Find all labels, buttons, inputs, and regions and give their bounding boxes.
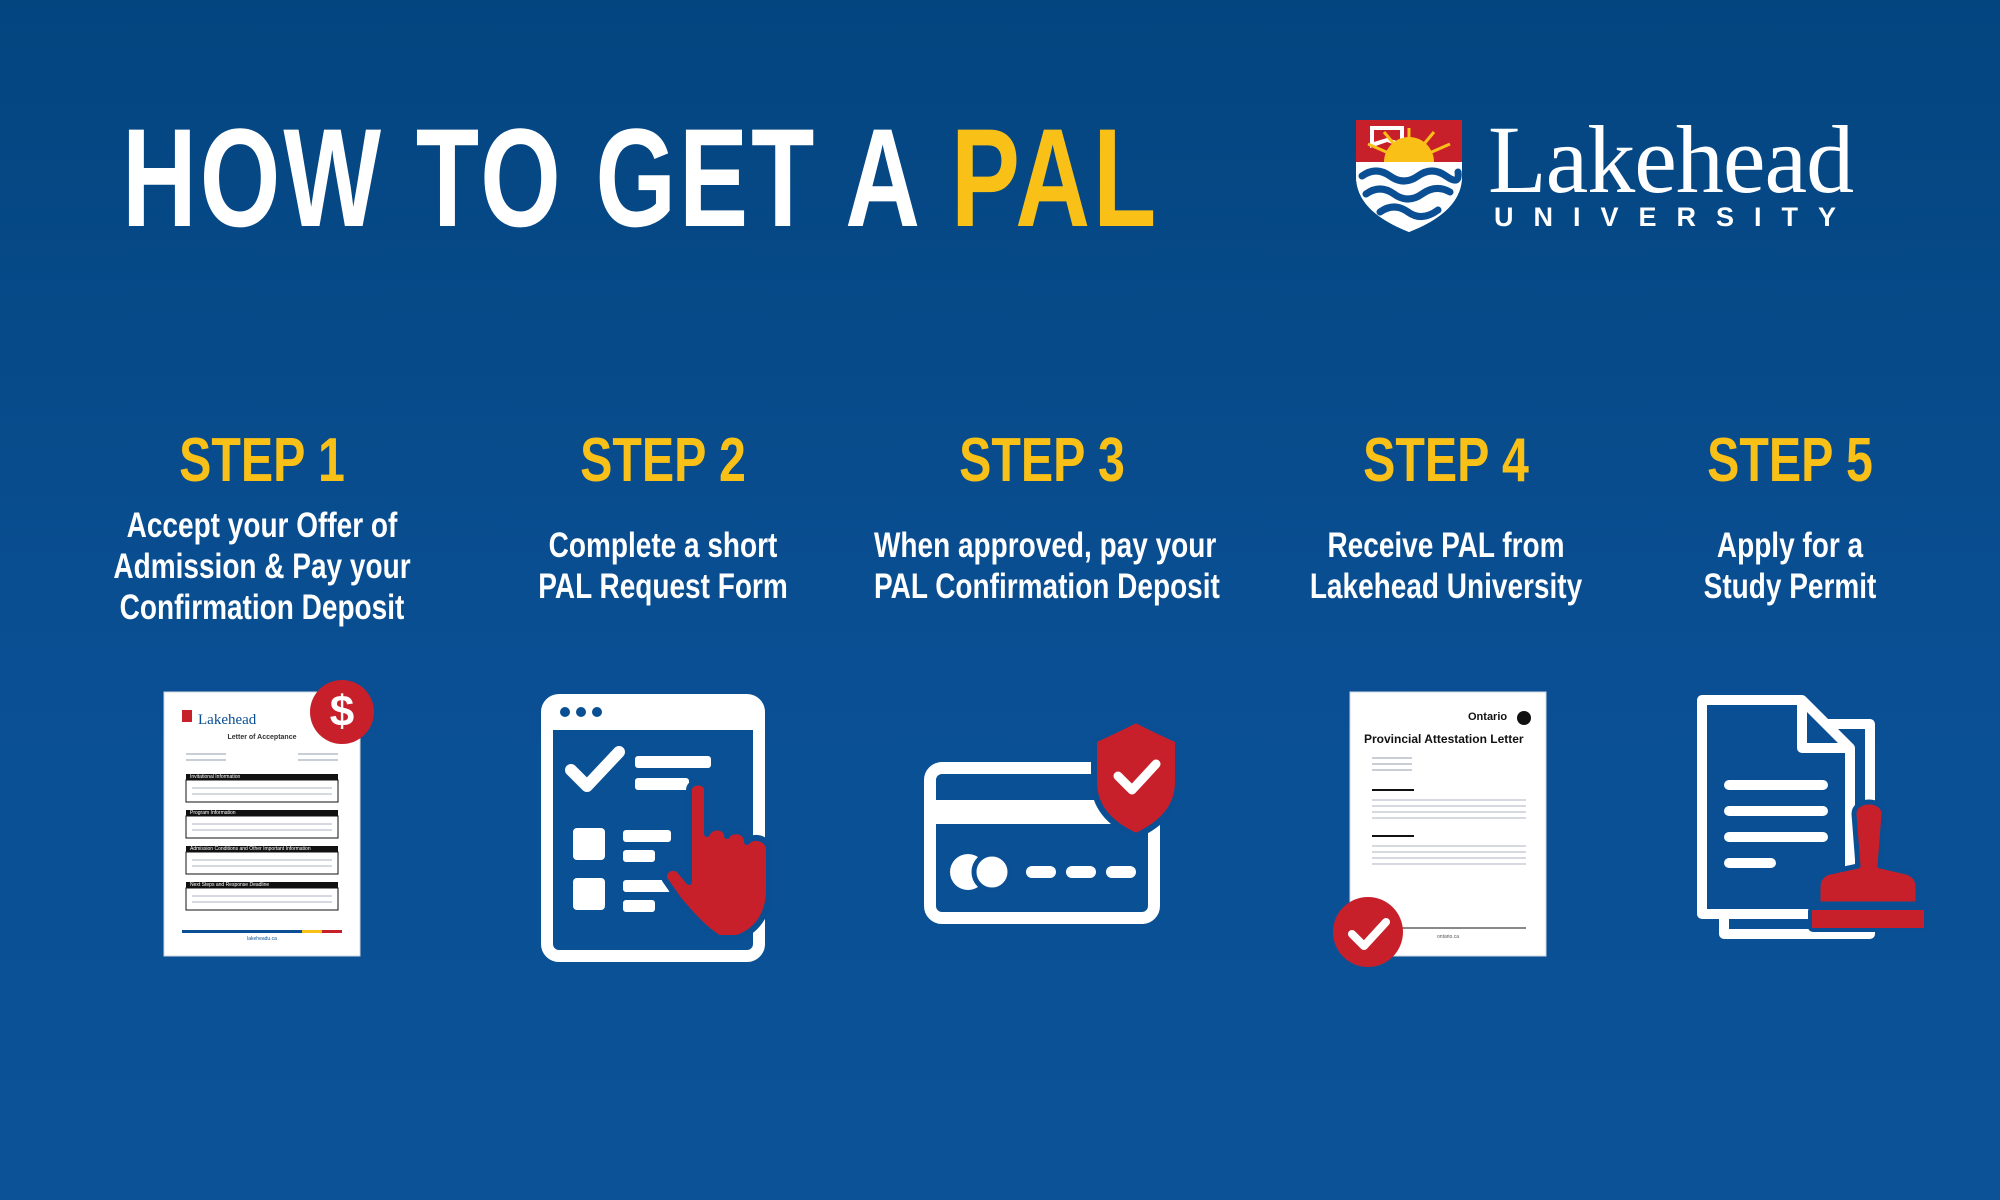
document-section: Next Steps and Response Deadline [190,882,270,888]
offer-letter-icon: Lakehead Letter of Acceptance Invitation… [162,680,382,960]
document-brand: Ontario [1468,711,1508,723]
step-description: When approved, pay your PAL Confirmation… [874,525,1220,607]
step-title: STEP 4 [1363,426,1529,495]
step-description-line: Confirmation Deposit [119,588,405,627]
title-prefix: HOW TO GET A [122,99,951,256]
document-footer: ontario.ca [1437,934,1459,940]
title-accent: PAL [950,99,1160,256]
shield-icon [1356,120,1462,232]
step-title: STEP 1 [179,426,345,495]
document-section: Program Information [190,810,236,816]
step-description-line: PAL Confirmation Deposit [874,567,1220,606]
dollar-badge-icon: $ [310,680,374,744]
step-title: STEP 5 [1707,426,1873,495]
document-brand: Lakehead [198,712,257,728]
step-description-line: Complete a short [548,526,778,565]
document-footer: lakeheadu.ca [247,936,277,942]
step-description-line: Apply for a [1716,526,1864,565]
document-heading: Provincial Attestation Letter [1364,732,1524,746]
attestation-letter-icon: Ontario Provincial Attestation Letter on… [1330,690,1570,970]
step-description-line: PAL Request Form [538,567,788,606]
document-section: Admission Conditions and Other Important… [190,846,311,852]
step-description-line: When approved, pay your [874,526,1217,565]
page-title: HOW TO GET A PAL [122,108,1159,248]
document-page [163,691,361,957]
step-title: STEP 2 [580,426,746,495]
step-description-line: Study Permit [1703,567,1877,606]
step-description: Accept your Offer of Admission & Pay you… [94,505,430,628]
step-description: Apply for a Study Permit [1622,525,1958,607]
logo-subtitle: UNIVERSITY [1494,202,1857,232]
step-description-line: Accept your Offer of [126,506,398,545]
logo-wordmark: Lakehead [1488,106,1854,213]
step-description: Receive PAL from Lakehead University [1278,525,1614,607]
lakehead-logo: Lakehead UNIVERSITY [1354,112,1884,238]
document-heading: Letter of Acceptance [227,734,297,741]
step-title: STEP 3 [959,426,1125,495]
step-description-line: Receive PAL from [1327,526,1565,565]
credit-card-shield-icon [924,718,1181,924]
step-description-line: Lakehead University [1309,567,1583,606]
step-description-line: Admission & Pay your [113,547,411,586]
documents-stamp-icon [1697,695,1928,939]
request-form-icon [541,694,772,962]
document-section: Invitational Information [190,774,241,780]
check-badge-icon [1333,897,1403,967]
step-description: Complete a short PAL Request Form [495,525,831,607]
